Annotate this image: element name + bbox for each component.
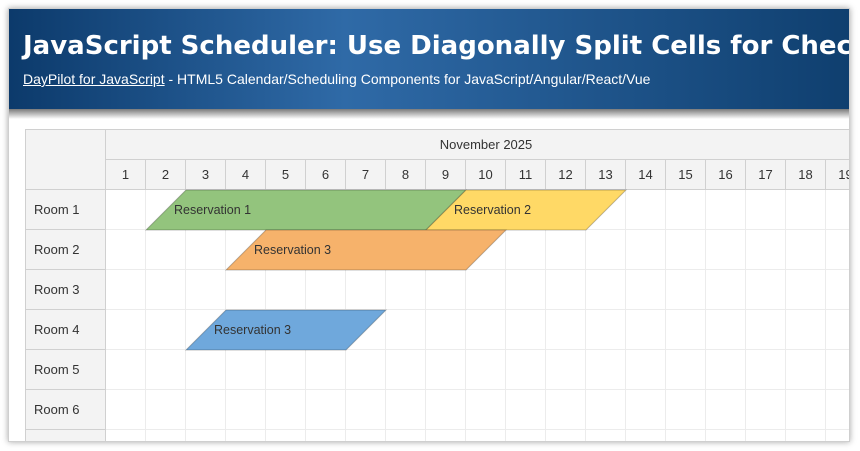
grid-column-line (425, 190, 426, 441)
grid-column-line (745, 190, 746, 441)
day-header-cell: 13 (586, 160, 626, 190)
grid-row-line (106, 309, 849, 310)
reservation-shape (224, 229, 508, 271)
day-header-cell: 3 (186, 160, 226, 190)
day-header-cell: 12 (546, 160, 586, 190)
reservation-bar (424, 189, 628, 231)
day-header-cell: 18 (786, 160, 826, 190)
daypilot-link[interactable]: DayPilot for JavaScript (23, 71, 165, 87)
grid-column-line (185, 190, 186, 441)
grid-column-line (545, 190, 546, 441)
day-header-cell: 2 (146, 160, 186, 190)
day-header-cell: 1 (106, 160, 146, 190)
resource-row-header[interactable]: Room 3 (26, 270, 106, 310)
grid-column-line (385, 190, 386, 441)
resource-row-header[interactable]: Room 7 (26, 430, 106, 441)
page-title: JavaScript Scheduler: Use Diagonally Spl… (23, 31, 850, 61)
day-header-cell: 19 (826, 160, 849, 190)
reservation-bar (224, 229, 508, 271)
grid-column-line (465, 190, 466, 441)
grid-column-line (705, 190, 706, 441)
day-header-cell: 7 (346, 160, 386, 190)
reservation-label: Reservation 2 (454, 203, 532, 217)
reservation-label: Reservation 3 (214, 323, 292, 337)
grid-column-line (145, 190, 146, 441)
month-header: November 2025 (106, 130, 849, 160)
grid-row-line (106, 429, 849, 430)
day-header-cell: 16 (706, 160, 746, 190)
reservation-label: Reservation 1 (174, 203, 252, 217)
day-header-cell: 14 (626, 160, 666, 190)
subtitle-text: - HTML5 Calendar/Scheduling Components f… (164, 71, 651, 87)
grid-row-line (106, 389, 849, 390)
scheduler-grid[interactable]: Reservation 1 Reservation 2 Reservation 3 R… (106, 189, 849, 441)
reservation-event[interactable]: Reservation 2 (424, 189, 628, 231)
reservation-event[interactable]: Reservation 3 (184, 309, 388, 351)
grid-column-line (825, 190, 826, 441)
page-frame: JavaScript Scheduler: Use Diagonally Spl… (8, 8, 850, 442)
reservation-label: Reservation 3 (254, 243, 332, 257)
grid-column-line (585, 190, 586, 441)
day-header-cell: 9 (426, 160, 466, 190)
day-header-cell: 10 (466, 160, 506, 190)
grid-column-line (625, 190, 626, 441)
grid-column-line (785, 190, 786, 441)
grid-row-line (106, 349, 849, 350)
resource-row-header[interactable]: Room 5 (26, 350, 106, 390)
day-header-cell: 17 (746, 160, 786, 190)
grid-column-line (665, 190, 666, 441)
day-header-cell: 15 (666, 160, 706, 190)
resource-row-header[interactable]: Room 2 (26, 230, 106, 270)
day-header-cell: 5 (266, 160, 306, 190)
day-header-cell: 11 (506, 160, 546, 190)
reservation-event[interactable]: Reservation 3 (224, 229, 508, 271)
day-header-cell: 4 (226, 160, 266, 190)
reservation-shape (184, 309, 388, 351)
grid-row-line (106, 269, 849, 270)
page-subtitle: DayPilot for JavaScript - HTML5 Calendar… (23, 71, 650, 87)
day-header-cell: 8 (386, 160, 426, 190)
day-header-cell: 6 (306, 160, 346, 190)
grid-column-line (505, 190, 506, 441)
header-shadow (9, 109, 849, 119)
page-header: JavaScript Scheduler: Use Diagonally Spl… (9, 9, 849, 109)
resource-row-header[interactable]: Room 4 (26, 310, 106, 350)
resource-row-header[interactable]: Room 1 (26, 190, 106, 230)
scheduler-corner (26, 130, 106, 190)
resource-row-header[interactable]: Room 6 (26, 390, 106, 430)
reservation-shape (424, 189, 628, 231)
reservation-bar (184, 309, 388, 351)
reservation-event[interactable]: Reservation 1 (144, 189, 468, 231)
